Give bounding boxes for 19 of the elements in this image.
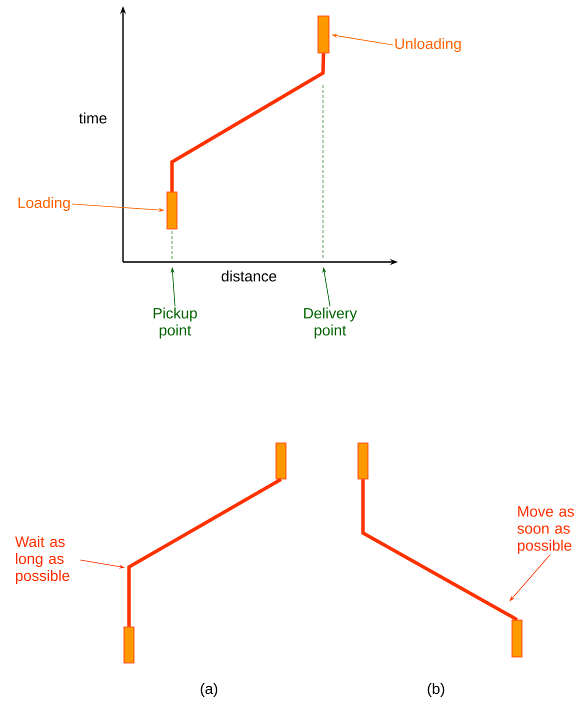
- callout-text: Pickup point: [154, 308, 197, 338]
- activity-bar: [318, 16, 330, 54]
- route-line: [361, 479, 518, 622]
- axis-label: distance: [222, 270, 276, 282]
- callout-text: Delivery point: [304, 308, 358, 338]
- callout-text: Move as soon as possible: [517, 506, 574, 554]
- panel-label: (b): [428, 683, 444, 697]
- activity-bar: [358, 442, 368, 480]
- callout-text: Unloading: [395, 38, 461, 52]
- activity-bar: [276, 442, 286, 480]
- axis-label: time: [79, 112, 106, 124]
- activity-bar: [166, 192, 178, 230]
- route-line: [170, 53, 326, 192]
- activity-bar: [124, 626, 134, 664]
- panel-label: (a): [200, 683, 218, 697]
- callout-text: Loading: [18, 197, 70, 211]
- activity-bar: [512, 620, 522, 658]
- route-line: [127, 478, 282, 627]
- callout-text: Wait as long as possible: [15, 536, 70, 584]
